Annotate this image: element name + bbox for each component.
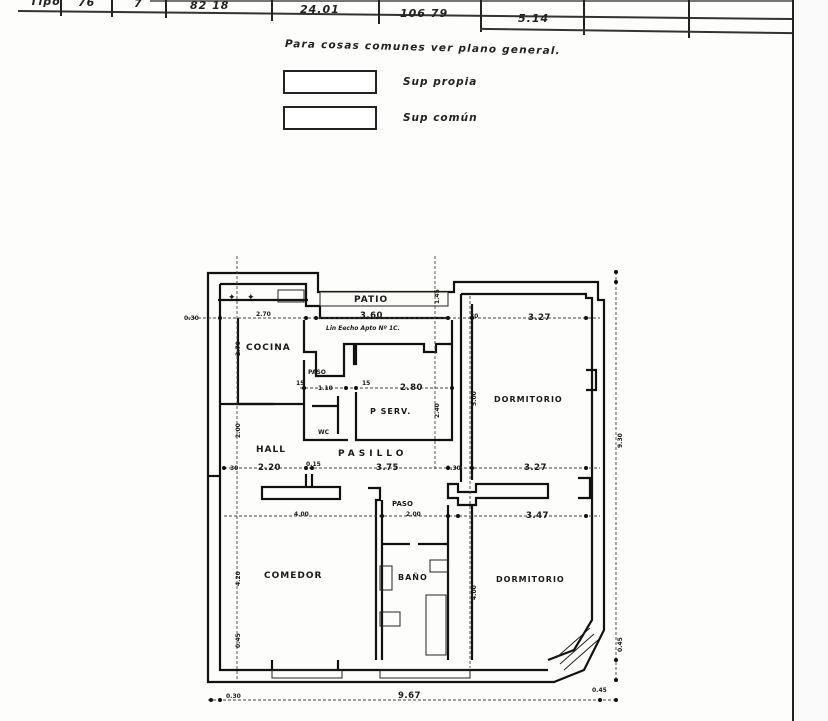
dim-327-mid: 3.27	[524, 463, 547, 473]
surface-table-row: Tipo 76 7 82 18 24.01 106 79 5.14	[0, 0, 792, 40]
room-label-patio: PATIO	[354, 295, 388, 305]
cell-surface-total: 106 79	[400, 7, 449, 20]
shared-line-annotation: Lin Eecho Apto Nº 1C.	[326, 325, 400, 332]
table-divider	[60, 0, 62, 16]
table-line	[150, 0, 792, 2]
dim-400: 4.00	[294, 511, 309, 518]
dim-total-width: 9.67	[398, 691, 421, 701]
legend-label-common-surface: Sup común	[403, 112, 478, 124]
room-label-wc: WC	[318, 429, 330, 436]
sink-fixture	[429, 559, 449, 573]
outer-walls	[206, 271, 606, 684]
table-divider	[165, 0, 167, 18]
cell-surface-own: 82 18	[190, 0, 230, 12]
dim-110: 1.10	[318, 385, 333, 392]
dim-030-c: 0.30	[446, 465, 461, 472]
dim-420: 4.20	[235, 571, 242, 586]
table-divider	[583, 0, 585, 35]
table-divider	[480, 0, 482, 32]
dim-045-bottom: 0.45	[592, 687, 607, 694]
dim-015: 0.15	[306, 461, 321, 468]
dim-270-vertical: 2.70	[235, 341, 242, 356]
dimension-lines	[188, 256, 618, 701]
table-divider	[378, 0, 380, 24]
window	[379, 669, 471, 679]
dim-347: 3.47	[526, 511, 549, 521]
table-divider	[111, 0, 113, 17]
dim-15-a: 15	[296, 380, 304, 387]
dim-030-bottom: 0.30	[226, 693, 241, 700]
legend-label-own-surface: Sup propia	[403, 76, 478, 88]
room-label-bano: BAÑO	[398, 572, 428, 582]
stove-icon: ✦	[247, 293, 256, 303]
dim-200: 2.00	[406, 511, 421, 518]
room-label-pasillo: PASILLO	[338, 449, 407, 459]
dim-total-depth: 9.30	[617, 433, 624, 448]
cell-count: 7	[134, 0, 143, 10]
dim-30-left: 30	[230, 465, 238, 472]
cell-number: 76	[78, 0, 96, 9]
table-divider	[688, 0, 690, 38]
dim-045-left: 0.45	[235, 633, 242, 648]
page-margin	[792, 0, 828, 721]
room-label-dormitorio-bottom: DORMITORIO	[496, 575, 565, 584]
sink-fixture	[277, 289, 305, 303]
room-label-paso-mid: PASO	[392, 500, 413, 508]
dim-270: 2.70	[256, 311, 271, 318]
dim-30: 30	[470, 313, 478, 320]
dim-327-top: 3.27	[528, 313, 551, 323]
room-label-cocina: COCINA	[246, 343, 291, 353]
room-label-hall: HALL	[256, 445, 286, 455]
legend-swatch-common-surface	[283, 106, 377, 130]
dim-200-vertical: 2.00	[235, 423, 242, 438]
cell-type: Tipo	[30, 0, 61, 8]
cell-surface-common: 24.01	[300, 3, 340, 16]
dim-500: 5.00	[471, 391, 478, 406]
partition	[260, 485, 342, 501]
dim-280: 2.80	[400, 383, 423, 393]
dimension-markers	[209, 270, 618, 702]
dim-360: 3.60	[360, 311, 383, 321]
dim-030: 0.30	[184, 315, 199, 322]
toilet-fixture	[379, 611, 401, 627]
window	[271, 669, 343, 679]
room-label-p-serv: P SERV.	[370, 407, 411, 416]
room-label-comedor: COMEDOR	[264, 571, 322, 581]
bidet-fixture	[379, 565, 393, 591]
dim-145: 1.45	[434, 289, 441, 304]
dim-240: 2.40	[434, 403, 441, 418]
dim-220: 2.20	[258, 463, 281, 473]
interior-walls	[208, 294, 599, 679]
legend-swatch-own-surface	[283, 70, 377, 94]
dim-400-vertical: 4.00	[471, 585, 478, 600]
cell-percentage: 5.14	[518, 12, 550, 25]
room-label-dormitorio-top: DORMITORIO	[494, 395, 563, 404]
table-divider	[271, 0, 273, 21]
room-label-paso-top: PASO	[308, 369, 326, 376]
bathtub-fixture	[425, 594, 447, 656]
patio-area	[319, 291, 449, 307]
dim-045-right: 0.45	[617, 637, 624, 652]
dim-375: 3.75	[376, 463, 399, 473]
stove-icon: ✦	[228, 293, 237, 303]
dim-15-b: 15	[362, 380, 370, 387]
